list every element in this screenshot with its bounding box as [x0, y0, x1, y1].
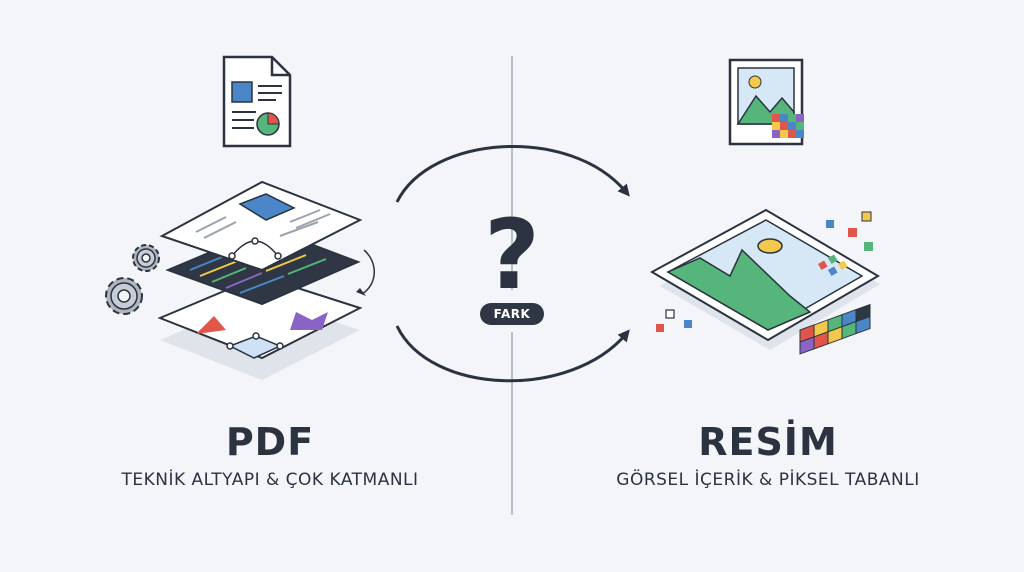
- upper-arrow-icon: [395, 145, 630, 203]
- image-subtitle: GÖRSEL İÇERİK & PİKSEL TABANLI: [616, 470, 920, 490]
- floating-pixel: [826, 220, 834, 228]
- floating-pixel: [861, 211, 872, 222]
- floating-pixel: [864, 242, 873, 251]
- lower-arrow-icon: [395, 325, 630, 383]
- pdf-subtitle: TEKNİK ALTYAPI & ÇOK KATMANLI: [121, 470, 419, 490]
- floating-pixel: [848, 228, 857, 237]
- pdf-title: PDF: [225, 420, 315, 464]
- question-icon: ?: [484, 199, 540, 311]
- text-layer: [159, 180, 363, 272]
- color-palette-icon: [799, 303, 871, 355]
- gear-icon: [105, 277, 143, 315]
- image-icon: [728, 58, 804, 146]
- document-icon: [222, 55, 292, 148]
- pdf-layers-illustration: [157, 180, 375, 380]
- floating-pixel: [656, 324, 664, 332]
- image-title: RESİM: [698, 420, 838, 464]
- floating-pixel: [684, 320, 692, 328]
- image-frame-illustration: [649, 208, 880, 350]
- small-gear-icon: [132, 244, 160, 272]
- floating-pixel: [665, 309, 675, 319]
- difference-badge: FARK: [480, 303, 544, 325]
